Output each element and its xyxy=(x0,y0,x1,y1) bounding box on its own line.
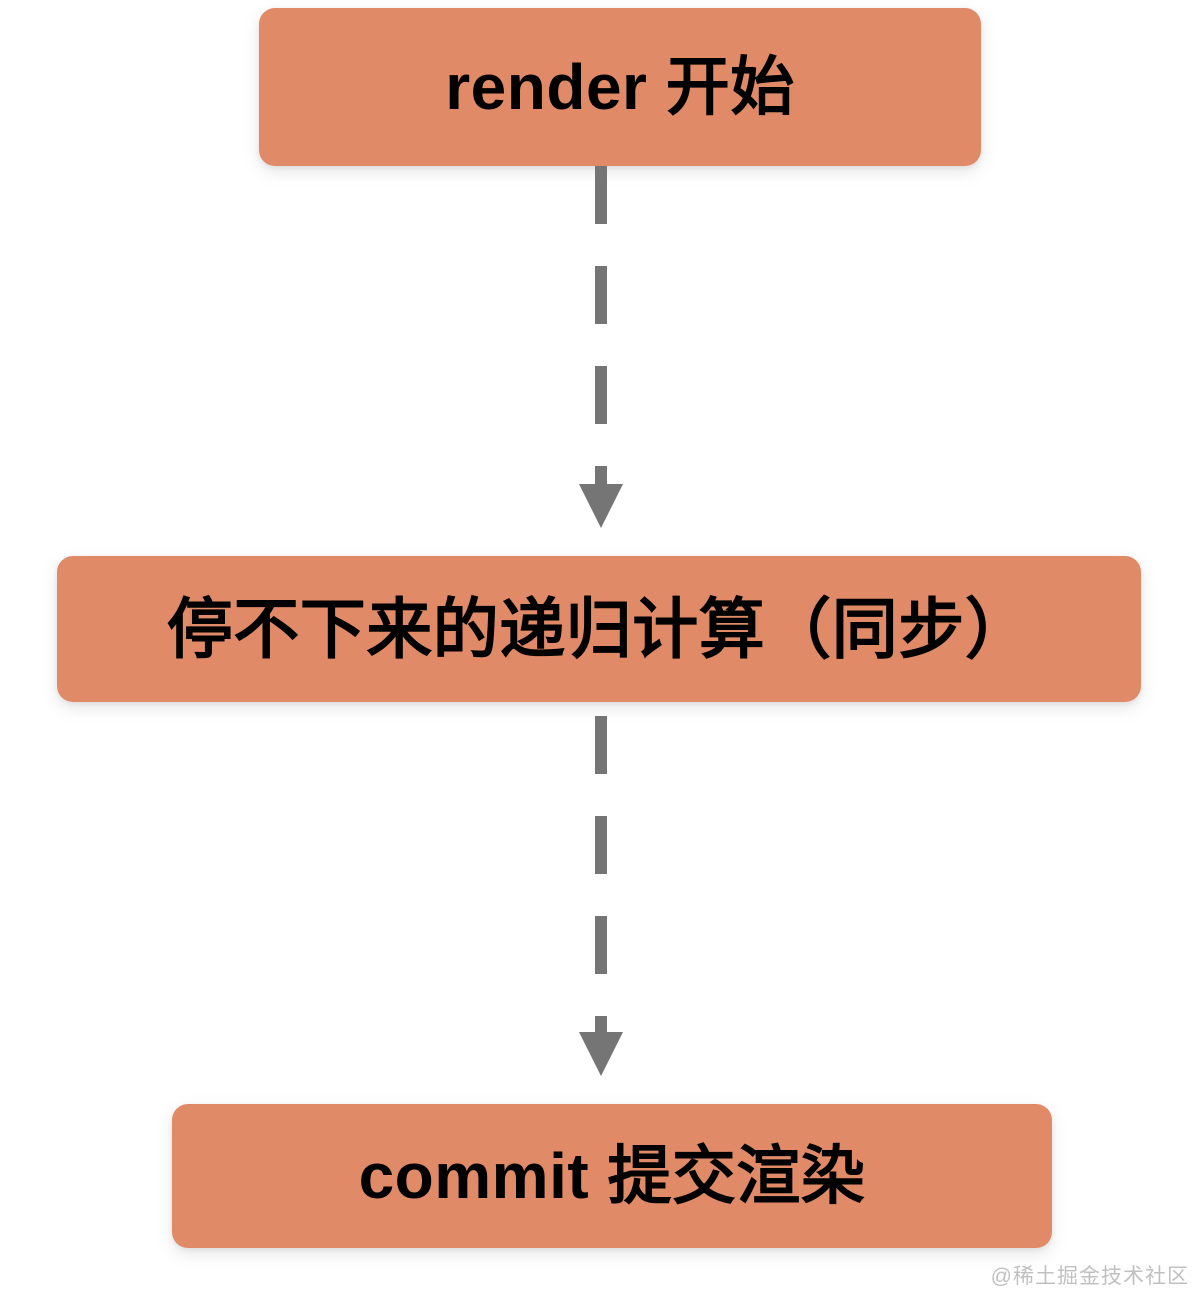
flow-node-label: 停不下来的递归计算（同步） xyxy=(166,592,1032,666)
connector-render-to-recursion xyxy=(571,166,631,556)
flow-node-render-start[interactable]: render 开始 xyxy=(259,8,981,166)
dashed-arrow-icon xyxy=(579,166,623,528)
flow-node-commit[interactable]: commit 提交渲染 xyxy=(172,1104,1052,1248)
flow-node-label: commit 提交渲染 xyxy=(358,1140,866,1212)
flow-node-recursion[interactable]: 停不下来的递归计算（同步） xyxy=(57,556,1141,702)
dashed-arrow-icon xyxy=(579,716,623,1076)
watermark-text: @稀土掘金技术社区 xyxy=(990,1265,1189,1288)
connector-recursion-to-commit xyxy=(571,702,631,1104)
flow-node-label: render 开始 xyxy=(445,51,795,123)
